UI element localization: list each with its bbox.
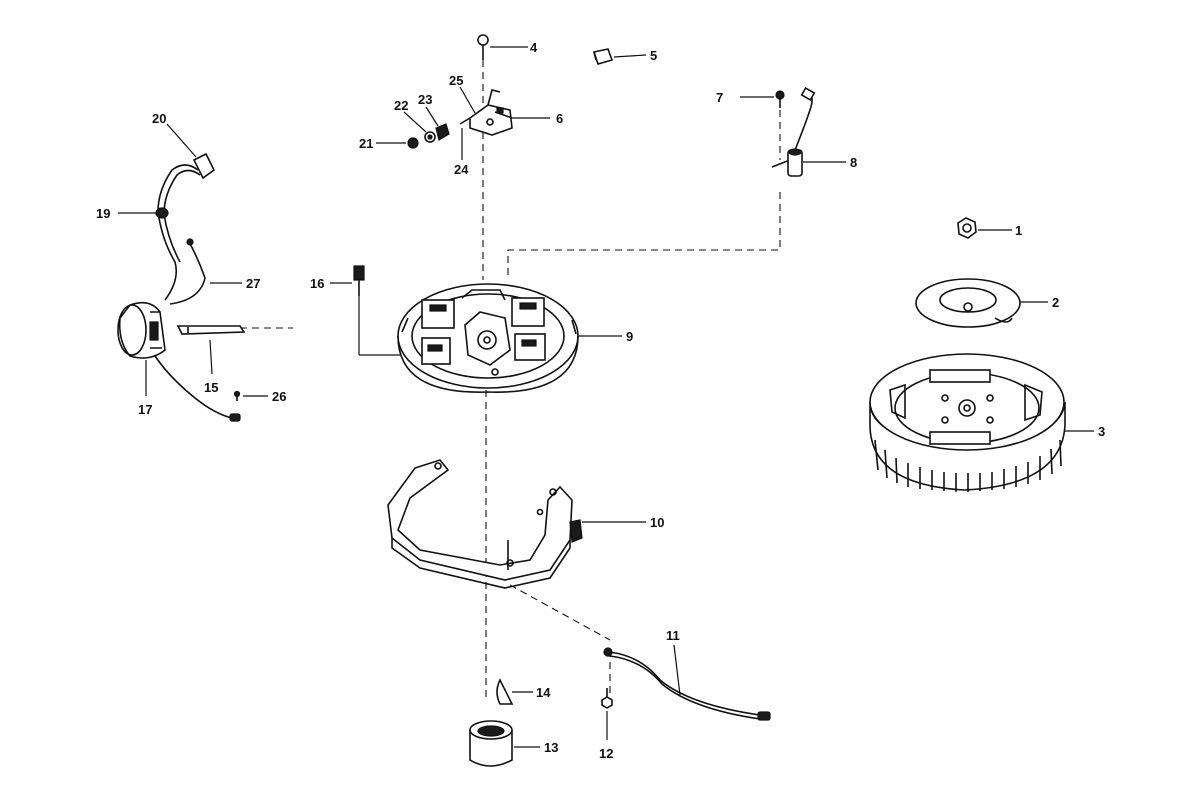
callout-25: 25 — [449, 73, 463, 88]
callout-15: 15 — [204, 380, 218, 395]
callout-26: 26 — [272, 389, 286, 404]
callout-12: 12 — [599, 746, 613, 761]
part-10-bracket — [387, 459, 583, 589]
part-8-condenser — [771, 86, 816, 177]
part-26-screw — [233, 390, 241, 401]
small-hardware-21-25 — [407, 117, 471, 149]
callout-20: 20 — [152, 111, 166, 126]
part-6-breaker-points — [469, 89, 513, 136]
callout-6: 6 — [556, 111, 563, 126]
callout-10: 10 — [650, 515, 664, 530]
callout-3: 3 — [1098, 424, 1105, 439]
callout-9: 9 — [626, 329, 633, 344]
callout-1: 1 — [1015, 223, 1022, 238]
part-4-screw — [477, 34, 489, 60]
part-5-cap — [592, 48, 614, 65]
callout-5: 5 — [650, 48, 657, 63]
callout-4: 4 — [530, 40, 538, 55]
callout-27: 27 — [246, 276, 260, 291]
part-1-flywheel-nut — [957, 217, 977, 239]
callout-16: 16 — [310, 276, 324, 291]
leader-lines — [118, 46, 1094, 748]
part-17-coil — [117, 301, 241, 422]
callout-24: 24 — [454, 162, 469, 177]
callout-22: 22 — [394, 98, 408, 113]
callout-2: 2 — [1052, 295, 1059, 310]
part-2-flywheel-washer — [915, 278, 1021, 328]
callout-11: 11 — [666, 628, 680, 643]
part-13-bushing — [469, 720, 513, 767]
callout-21: 21 — [359, 136, 373, 151]
callout-8: 8 — [850, 155, 857, 170]
callout-19: 19 — [96, 206, 110, 221]
part-12-screw — [601, 688, 613, 709]
callout-13: 13 — [544, 740, 558, 755]
callout-23: 23 — [418, 92, 432, 107]
callout-17: 17 — [138, 402, 152, 417]
callout-7: 7 — [716, 90, 723, 105]
part-15-core — [176, 325, 246, 335]
part-3-flywheel — [869, 353, 1066, 492]
callout-14: 14 — [536, 685, 551, 700]
part-11-ground-wire — [603, 647, 771, 721]
part-20-19-27-lead — [155, 152, 216, 305]
part-9-stator-plate — [397, 283, 579, 393]
part-16-screw — [353, 265, 400, 356]
callout-labels: 1 2 3 4 5 6 7 8 9 10 11 12 13 14 15 16 1… — [96, 40, 1105, 761]
part-7-screw — [775, 90, 785, 108]
assembly-lines — [240, 60, 781, 700]
part-14-key — [496, 678, 514, 705]
